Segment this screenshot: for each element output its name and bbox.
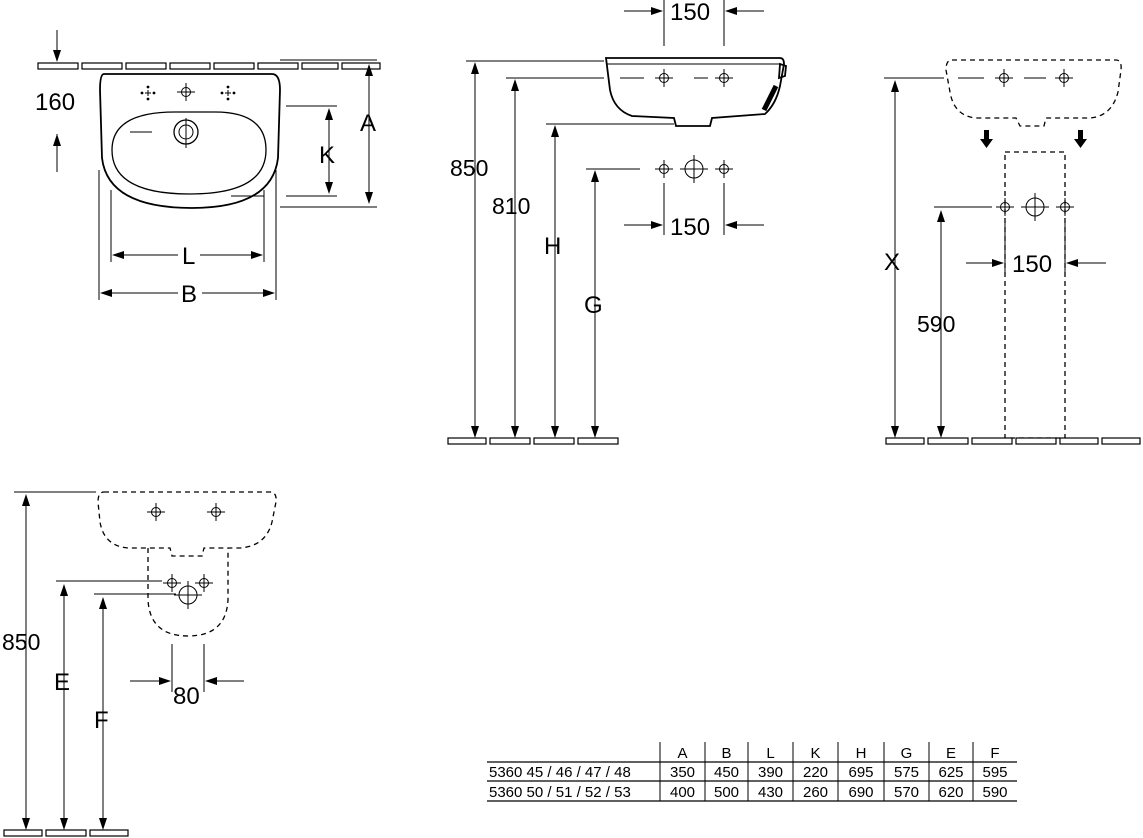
half-pedestal-dashed	[147, 548, 229, 637]
dim-160-label: 160	[35, 89, 75, 116]
table-header: K	[810, 745, 820, 762]
dim-150-top-label: 150	[670, 0, 710, 26]
pedestal-dashed	[1004, 151, 1066, 439]
basin-bowl	[111, 111, 267, 195]
table-header: E	[946, 745, 956, 762]
floor-tiles	[885, 437, 1141, 445]
tap-hole-icon	[206, 502, 226, 522]
dim-810-label: 810	[492, 193, 530, 219]
table-header: F	[990, 745, 999, 762]
table-cell: 575	[894, 764, 919, 781]
dim-G-label: G	[584, 292, 603, 319]
table-cell: 620	[938, 784, 963, 801]
dim-80-label: 80	[173, 683, 200, 710]
dim-L-label: L	[182, 243, 195, 270]
basin-side-outline	[604, 57, 785, 127]
arrow-down-icon	[1074, 130, 1087, 148]
table-cell: 400	[670, 784, 695, 801]
supply-hole-icon	[194, 573, 214, 593]
dim-F-label: F	[94, 707, 109, 734]
table-header: H	[856, 745, 867, 762]
dim-K-label: K	[319, 142, 335, 169]
table-cell: 690	[848, 784, 873, 801]
dim-150-label: 150	[1012, 251, 1052, 278]
supply-hole-icon	[654, 159, 674, 179]
basin-front-dashed	[97, 491, 277, 557]
tap-hole-icon	[140, 85, 156, 101]
dim-X-label: X	[884, 249, 900, 276]
table-header: A	[677, 745, 687, 762]
supply-hole-icon	[1020, 192, 1050, 222]
drain-icon	[130, 118, 199, 148]
side-view: 150 850 810 H G	[447, 0, 787, 445]
table-cell: 450	[714, 764, 739, 781]
table-cell: 595	[982, 764, 1007, 781]
table-header: B	[721, 745, 731, 762]
table-header: L	[766, 745, 774, 762]
dim-H-label: H	[544, 233, 561, 260]
drain-hole-icon	[173, 580, 203, 610]
basin-outline	[99, 73, 281, 209]
tap-hole-icon	[994, 68, 1014, 88]
table-cell: 390	[758, 764, 783, 781]
front-pedestal-view: X 590 150	[884, 59, 1141, 445]
tap-hole-icon	[176, 82, 196, 102]
tap-hole-icon	[714, 68, 734, 88]
supply-hole-icon	[995, 197, 1015, 217]
table-header: G	[901, 745, 913, 762]
dim-E-label: E	[54, 669, 70, 696]
dim-150-bottom-label: 150	[670, 214, 710, 241]
dim-B-label: B	[181, 281, 197, 308]
wall-tiles	[37, 62, 381, 70]
table-cell: 695	[848, 764, 873, 781]
dim-590-label: 590	[917, 311, 955, 337]
tap-hole-icon	[220, 85, 236, 101]
table-cell: 570	[894, 784, 919, 801]
dim-A-label: A	[360, 110, 376, 137]
floor-tiles	[447, 437, 619, 445]
table-cell: 350	[670, 764, 695, 781]
table-cell: 590	[982, 784, 1007, 801]
table-cell: 430	[758, 784, 783, 801]
tap-hole-icon	[1054, 68, 1074, 88]
tap-hole-icon	[146, 502, 166, 522]
supply-hole-icon	[1055, 197, 1075, 217]
table-cell: 625	[938, 764, 963, 781]
supply-hole-icon	[679, 154, 709, 184]
table-cell: 220	[803, 764, 828, 781]
table-row-label: 5360 50 / 51 / 52 / 53	[489, 784, 631, 801]
supply-hole-icon	[162, 573, 182, 593]
half-pedestal-view: 850 E F 80	[2, 491, 277, 837]
dim-850-label: 850	[2, 629, 40, 655]
top-view: 160 A K L B	[35, 30, 381, 308]
dimension-table: A B L K H G E F 5360 45 / 46 / 47 / 48 350 450 390 2…	[487, 742, 1017, 802]
table-cell: 500	[714, 784, 739, 801]
table-row-label: 5360 45 / 46 / 47 / 48	[489, 764, 631, 781]
tap-hole-icon	[654, 68, 674, 88]
table-cell: 260	[803, 784, 828, 801]
arrow-down-icon	[980, 130, 993, 148]
floor-tiles	[3, 829, 129, 837]
basin-front-dashed	[945, 59, 1122, 127]
supply-hole-icon	[714, 159, 734, 179]
dim-850-label: 850	[450, 155, 488, 181]
